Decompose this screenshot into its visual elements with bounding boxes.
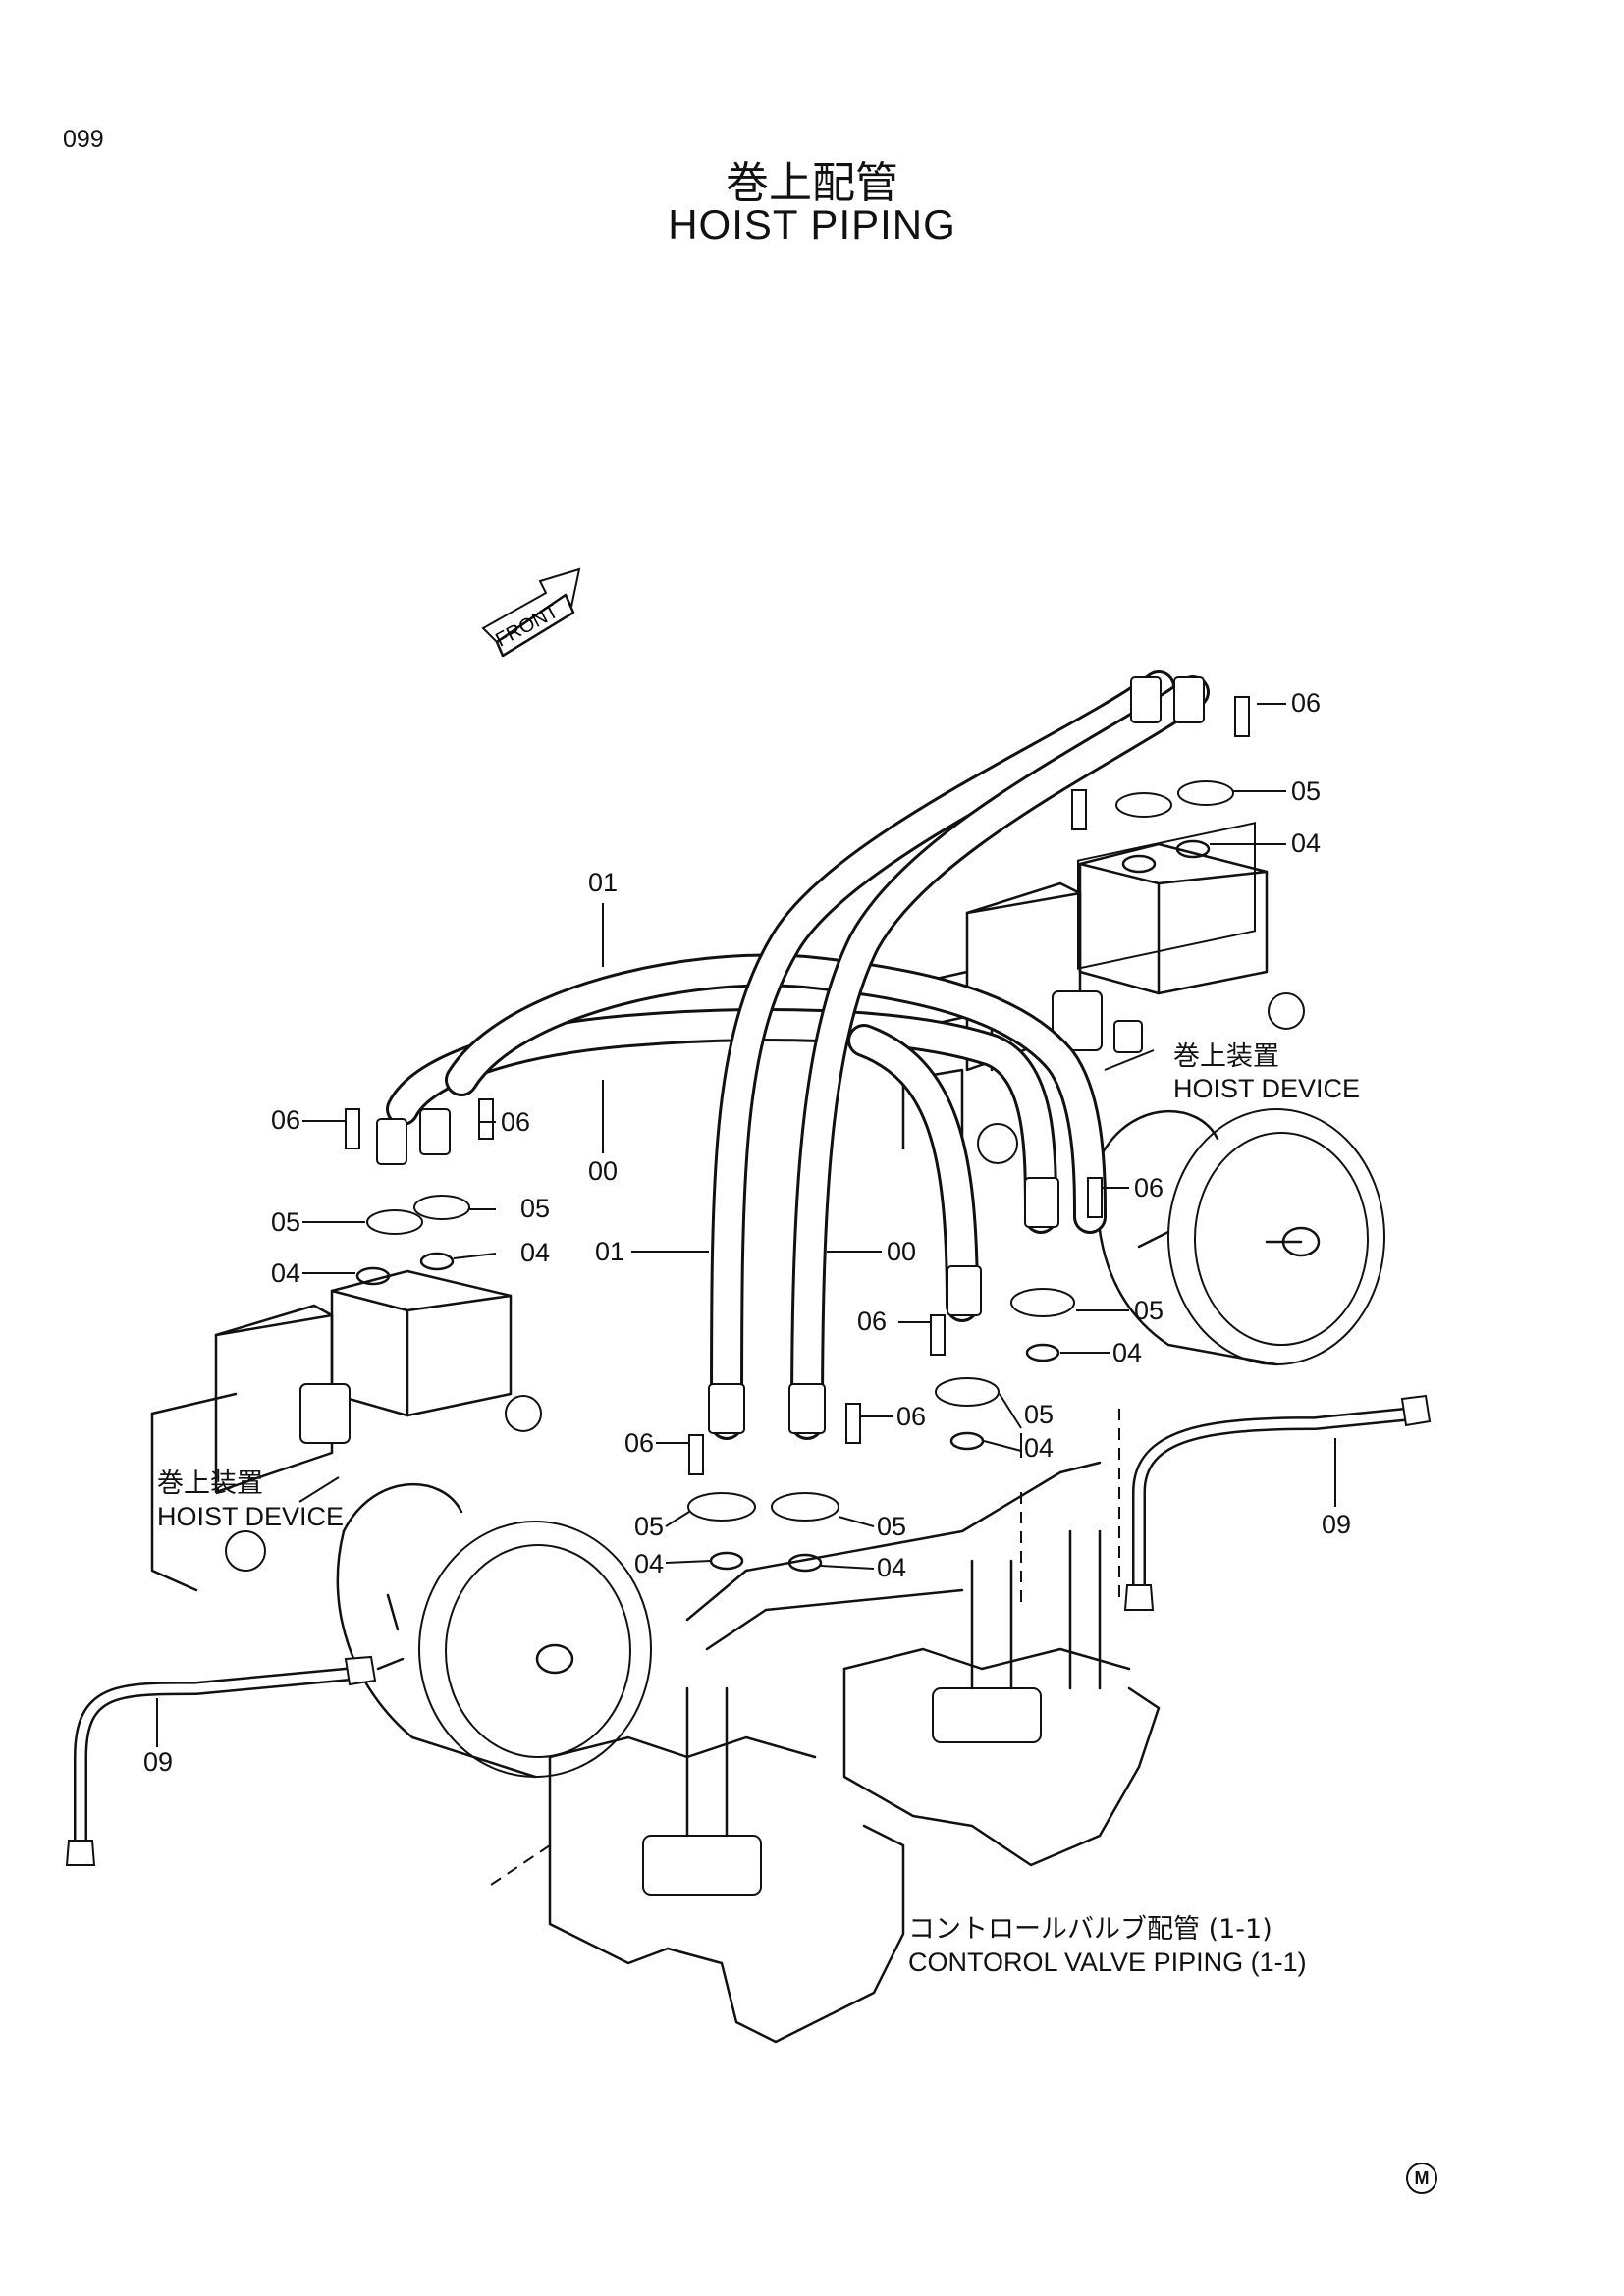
callout-05-top-right: 05	[1291, 776, 1322, 806]
callout-05-bottom-left: 05	[634, 1512, 665, 1541]
corner-mark: M	[1406, 2163, 1437, 2194]
hose-00-01-vertical	[710, 670, 1210, 1440]
flange-group-upper-left	[345, 1098, 494, 1286]
callout-09-left: 09	[143, 1747, 174, 1777]
control-valve-ref-en: CONTOROL VALVE PIPING (1-1)	[908, 1948, 1307, 1977]
callout-09-right: 09	[1322, 1510, 1352, 1539]
callout-06-top-right: 06	[1291, 688, 1322, 718]
pipe-09-left	[65, 1655, 377, 1866]
flange-group-upper-right	[1071, 696, 1250, 874]
page-title-english: HOIST PIPING	[668, 201, 956, 247]
callout-05-upper-right: 05	[520, 1194, 551, 1223]
callout-00-upper: 00	[588, 1156, 619, 1186]
control-valve	[548, 1461, 1161, 2044]
hoist-device-right	[901, 822, 1385, 1366]
leader-lines	[156, 703, 1336, 1747]
callout-04-right-mid: 04	[1112, 1338, 1143, 1367]
callout-04-upper-left: 04	[271, 1258, 301, 1288]
page-number: 099	[63, 126, 104, 153]
front-arrow: FRONT	[481, 567, 581, 658]
hose-00-01-upper	[386, 953, 1107, 1234]
callout-04-upper-right: 04	[520, 1238, 551, 1267]
hoist-device-right-en: HOIST DEVICE	[1173, 1074, 1361, 1103]
callout-04-top-right: 04	[1291, 828, 1322, 858]
callout-04-bottom-mid: 04	[877, 1553, 907, 1582]
callout-05-right-mid: 05	[1134, 1296, 1164, 1325]
callout-06-bottom-left: 06	[624, 1428, 655, 1458]
callout-05-bottom-mid: 05	[877, 1512, 907, 1541]
callout-06-upper-right: 06	[501, 1107, 531, 1137]
control-valve-ref-jp: コントロールバルブ配管 (1-1)	[908, 1914, 1272, 1945]
callout-05-upper-left: 05	[271, 1207, 301, 1237]
callout-06-center: 06	[857, 1307, 888, 1336]
flange-group-bottom	[687, 1434, 839, 1573]
callout-04-bottom-left: 04	[634, 1549, 665, 1578]
callout-01-upper: 01	[588, 868, 619, 897]
callout-00-mid: 00	[887, 1237, 917, 1266]
flange-group-right-mid	[1010, 1177, 1103, 1362]
pipe-09-right	[1123, 1394, 1432, 1611]
page-title-japanese: 巻上配管	[726, 158, 898, 208]
callout-06-right-mid: 06	[1134, 1173, 1164, 1202]
hoist-device-left-jp: 巻上装置	[157, 1468, 263, 1499]
hoist-device-left-en: HOIST DEVICE	[157, 1502, 345, 1531]
callout-04-center: 04	[1024, 1433, 1055, 1463]
hoist-device-left	[150, 1269, 652, 1779]
callout-06-bottom-mid: 06	[896, 1402, 927, 1431]
callout-05-center: 05	[1024, 1400, 1055, 1429]
hose-fittings	[376, 676, 1205, 1434]
guide-line	[490, 1844, 551, 1886]
flange-group-center	[845, 1314, 1000, 1451]
hoist-device-right-jp: 巻上装置	[1173, 1041, 1279, 1072]
callout-01-mid: 01	[595, 1237, 625, 1266]
callout-06-upper-left: 06	[271, 1105, 301, 1135]
